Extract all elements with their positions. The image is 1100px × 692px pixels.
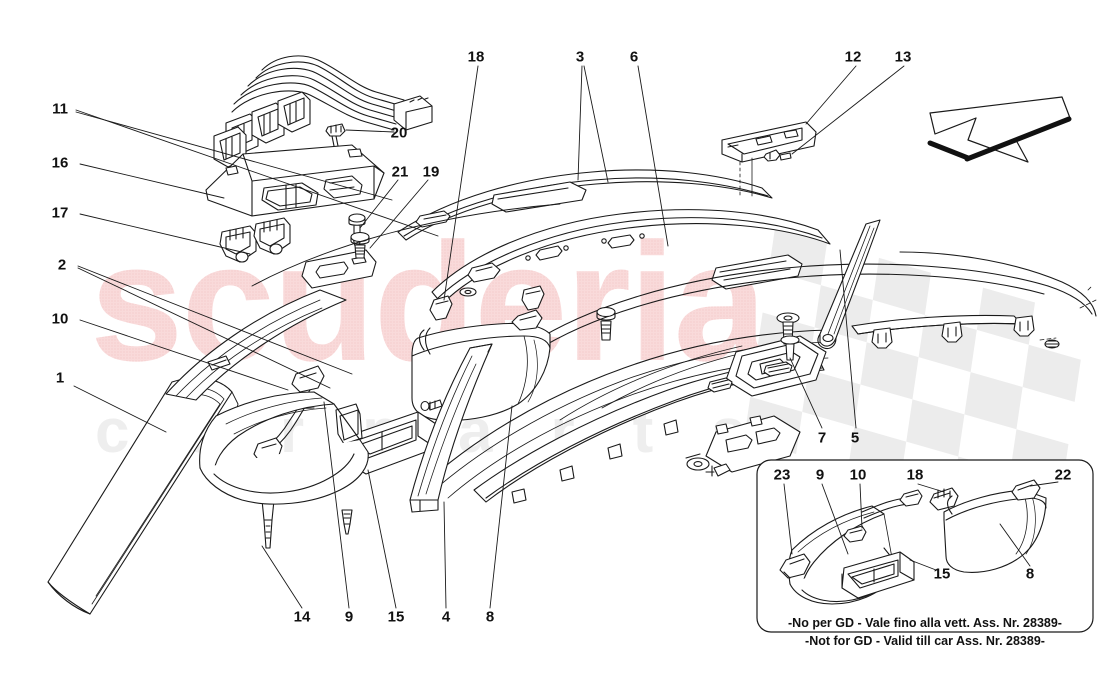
roof-rail-weatherstrip	[851, 285, 1097, 349]
header-rail-5	[817, 219, 881, 350]
screw-e	[341, 509, 353, 535]
callout-2: 2	[57, 256, 67, 274]
callout-9: 9	[344, 608, 354, 626]
inset-connector-18	[929, 487, 959, 511]
inset-caption-line-1: -No per GD - Vale fino alla vett. Ass. N…	[788, 616, 1062, 630]
inset-vanity-mirror-15	[841, 551, 915, 599]
callout-13: 13	[894, 48, 912, 66]
harness-end-connector	[393, 95, 433, 131]
callout-6: 6	[629, 48, 639, 66]
roof-console-light-16	[205, 144, 385, 217]
bolt-f	[686, 457, 731, 477]
bolt-d	[420, 399, 443, 412]
inset-callout-22: 22	[1054, 466, 1072, 484]
callout-20: 20	[390, 124, 408, 142]
clip-h	[429, 295, 453, 321]
inset-wire-connector	[899, 489, 923, 507]
callout-12: 12	[844, 48, 862, 66]
bracket-screw-13	[763, 149, 792, 162]
callout-1: 1	[55, 369, 65, 387]
console-bracket-12	[721, 121, 817, 197]
callout-3: 3	[575, 48, 585, 66]
harness-connector-3	[277, 91, 311, 133]
headliner-main-6	[431, 209, 831, 305]
harness-connector-2	[251, 102, 285, 144]
bolt-a	[596, 306, 616, 341]
connector-pair-17	[219, 217, 291, 263]
bolt-c	[780, 335, 800, 361]
callout-4: 4	[441, 608, 451, 626]
callout-21: 21	[391, 163, 409, 181]
connector-17b	[253, 217, 291, 255]
clip-i	[521, 285, 545, 311]
inset-callout-18: 18	[906, 466, 924, 484]
inset-visor-clip-23	[779, 553, 811, 579]
callout-leaders	[73, 65, 905, 609]
inset-box	[756, 459, 1094, 633]
callout-17: 17	[51, 204, 69, 222]
callout-8: 8	[485, 608, 495, 626]
spring-washer-right	[1044, 339, 1060, 349]
c-pillar-trim-4	[409, 343, 493, 513]
inset-sun-visor-8	[943, 479, 1047, 573]
rail-clip-b	[941, 321, 963, 343]
inset-visor-hinge-10	[843, 525, 867, 543]
inset-visor-hinge-22	[1011, 479, 1041, 501]
inset-caption-line-2: -Not for GD - Valid till car Ass. Nr. 28…	[805, 634, 1045, 648]
bulb-left	[707, 377, 733, 393]
fastener-19	[350, 231, 370, 259]
screw-j	[685, 453, 701, 459]
callout-15: 15	[387, 608, 405, 626]
direction-arrow	[927, 96, 1072, 163]
visor-retaining-clip	[291, 365, 325, 393]
rail-clip-c	[1013, 315, 1035, 337]
harness-clip-20	[325, 123, 346, 147]
washer-g	[459, 287, 477, 297]
sun-visor-left-9	[199, 391, 369, 505]
callout-10: 10	[51, 310, 69, 328]
bulb-right	[763, 361, 793, 377]
roof-wiring-harness	[213, 55, 433, 168]
callout-16: 16	[51, 154, 69, 172]
callout-11: 11	[52, 100, 68, 118]
fasteners-group	[341, 285, 800, 535]
inset-callout-8: 8	[1025, 565, 1035, 583]
visor-hinge	[511, 309, 543, 331]
callout-7: 7	[817, 429, 827, 447]
rear-upper-trim-3	[397, 169, 773, 241]
inset-callout-10: 10	[849, 466, 867, 484]
callout-5: 5	[850, 429, 860, 447]
inset-callout-leaders	[783, 481, 1059, 571]
inset-callout-23: 23	[773, 466, 791, 484]
inset-callout-15: 15	[933, 565, 951, 583]
callout-19: 19	[422, 163, 440, 181]
inset-wire-harness-10	[861, 487, 959, 519]
callout-14: 14	[293, 608, 311, 626]
rail-clip-a	[871, 327, 893, 349]
inset-callout-9: 9	[815, 466, 825, 484]
callout-18: 18	[467, 48, 485, 66]
